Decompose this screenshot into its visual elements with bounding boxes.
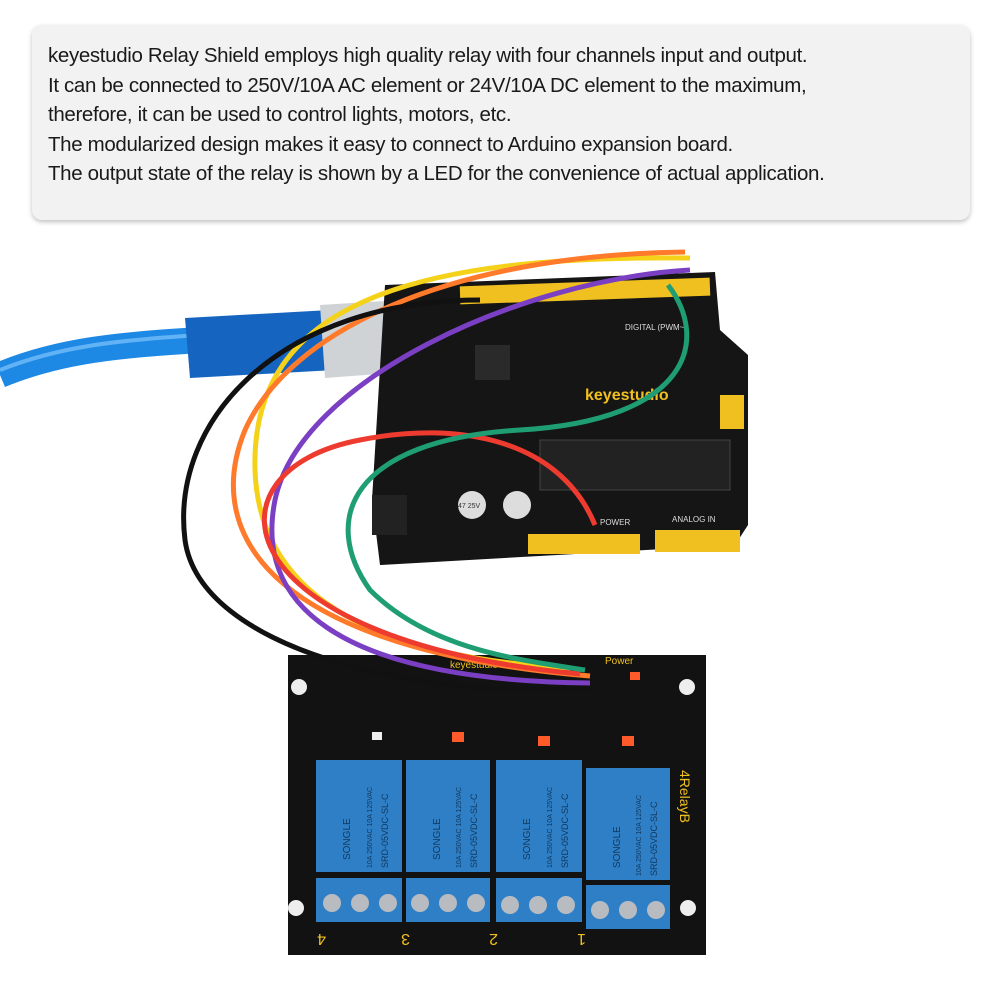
svg-text:SONGLE: SONGLE: [522, 818, 533, 860]
description-line: The output state of the relay is shown b…: [48, 162, 825, 185]
channel-number: 2: [489, 930, 498, 947]
analog-label: ANALOG IN: [672, 515, 716, 524]
power-label: POWER: [600, 518, 630, 527]
jumper-wires: [181, 249, 691, 693]
description-box: keyestudio Relay Shield employs high qua…: [32, 25, 970, 220]
relay-module: SONGLE SRD-05VDC-SL-C 10A 250VAC 10A 125…: [316, 760, 402, 872]
capacitor-label: 47 25V: [458, 503, 481, 510]
description-line: The modularized design makes it easy to …: [48, 132, 733, 156]
relay-board: keyestudio Power 4RelayB SONGLE SRD-05VD…: [288, 655, 706, 955]
relay-model: 4RelayB: [677, 770, 693, 823]
relay-module: SONGLE SRD-05VDC-SL-C 10A 250VAC 10A 125…: [586, 768, 670, 880]
relay-board-brand: keyestudio: [450, 660, 498, 671]
svg-text:10A 250VAC 10A 125VAC: 10A 250VAC 10A 125VAC: [547, 787, 554, 868]
svg-text:SRD-05VDC-SL-C: SRD-05VDC-SL-C: [560, 793, 570, 868]
svg-text:SRD-05VDC-SL-C: SRD-05VDC-SL-C: [469, 793, 479, 868]
svg-text:10A 250VAC 10A 125VAC: 10A 250VAC 10A 125VAC: [367, 787, 374, 868]
status-leds: [372, 672, 640, 746]
relay-power-label: Power: [605, 656, 634, 667]
svg-text:10A 250VAC 10A 125VAC: 10A 250VAC 10A 125VAC: [636, 795, 643, 876]
svg-text:10A 250VAC 10A 125VAC: 10A 250VAC 10A 125VAC: [456, 787, 463, 868]
svg-text:SONGLE: SONGLE: [342, 818, 353, 860]
description-line: therefore, it can be used to control lig…: [48, 103, 512, 126]
description-line: keyestudio Relay Shield employs high qua…: [48, 44, 808, 67]
channel-number: 4: [317, 930, 326, 947]
svg-text:SONGLE: SONGLE: [432, 818, 443, 860]
digital-label: DIGITAL (PWM~): [625, 323, 687, 332]
description-line: It can be connected to 250V/10A AC eleme…: [48, 73, 807, 97]
terminal-blocks: [316, 878, 670, 929]
svg-text:SONGLE: SONGLE: [612, 826, 623, 868]
svg-text:SRD-05VDC-SL-C: SRD-05VDC-SL-C: [380, 793, 390, 868]
controller-board: keyestudio DIGITAL (PWM~) POWER ANALOG I…: [372, 272, 748, 565]
channel-number: 3: [401, 930, 410, 947]
channel-number: 1: [577, 930, 586, 947]
relay-module: SONGLE SRD-05VDC-SL-C 10A 250VAC 10A 125…: [406, 760, 490, 872]
svg-text:SRD-05VDC-SL-C: SRD-05VDC-SL-C: [649, 801, 659, 876]
relay-module: SONGLE SRD-05VDC-SL-C 10A 250VAC 10A 125…: [496, 760, 582, 872]
